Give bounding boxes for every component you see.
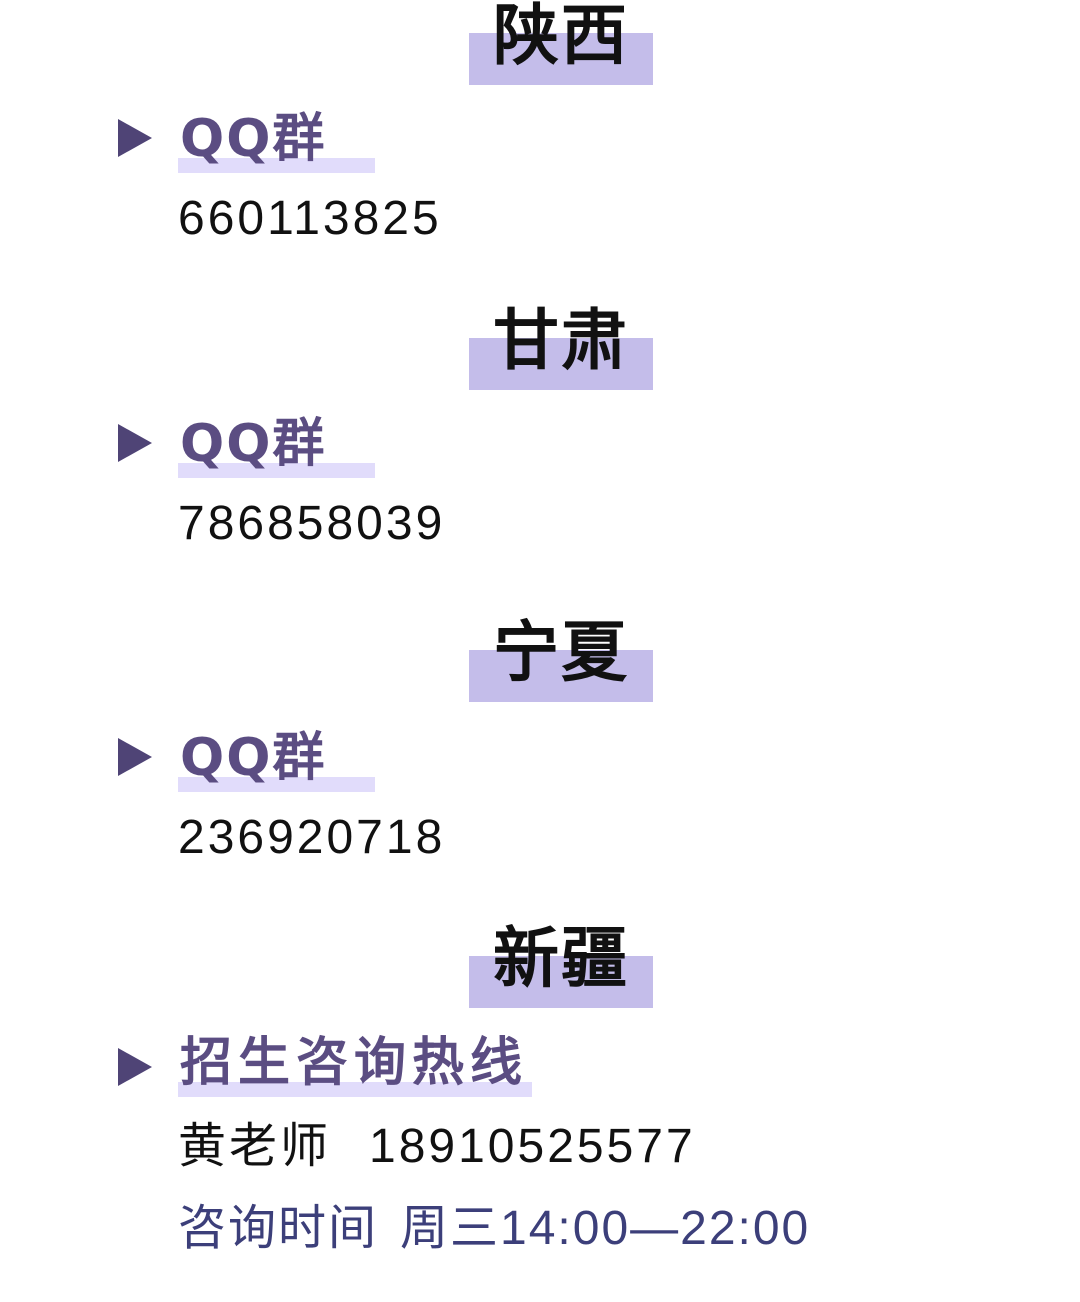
contact-name: 黄老师	[178, 1120, 332, 1173]
consult-time-line: 咨询时间周三14:00—22:00	[178, 1205, 810, 1253]
qq-group-number[interactable]: 236920718	[178, 811, 446, 864]
entry-label-text: QQ群	[180, 109, 327, 169]
region-title: 甘肃	[493, 302, 629, 379]
consult-time-value: 周三14:00—22:00	[400, 1202, 811, 1255]
label-underline	[178, 1082, 532, 1097]
region-heading: 宁夏	[469, 620, 653, 702]
contact-phone[interactable]: 18910525577	[369, 1120, 696, 1173]
heading-highlight	[469, 33, 653, 85]
entry-label-text: QQ群	[180, 728, 327, 788]
triangle-right-icon	[118, 424, 152, 462]
triangle-right-icon	[118, 119, 152, 157]
label-underline	[178, 463, 375, 478]
triangle-right-icon	[118, 1048, 152, 1086]
region-title: 宁夏	[493, 614, 629, 691]
region-title: 陕西	[493, 0, 629, 74]
label-underline	[178, 158, 375, 173]
heading-highlight	[469, 338, 653, 390]
heading-highlight	[469, 956, 653, 1008]
heading-highlight	[469, 650, 653, 702]
triangle-right-icon	[118, 738, 152, 776]
consult-time-label: 咨询时间	[178, 1202, 379, 1255]
region-heading: 新疆	[469, 926, 653, 1008]
entry-label-text: 招生咨询热线	[180, 1033, 529, 1093]
entry-label-text: QQ群	[180, 414, 327, 474]
region-title: 新疆	[493, 920, 629, 997]
qq-group-number[interactable]: 660113825	[178, 192, 442, 245]
qq-group-number[interactable]: 786858039	[178, 497, 446, 550]
region-heading: 陕西	[469, 3, 653, 85]
contact-line: 黄老师 18910525577	[178, 1123, 696, 1171]
region-heading: 甘肃	[469, 308, 653, 390]
label-underline	[178, 777, 375, 792]
